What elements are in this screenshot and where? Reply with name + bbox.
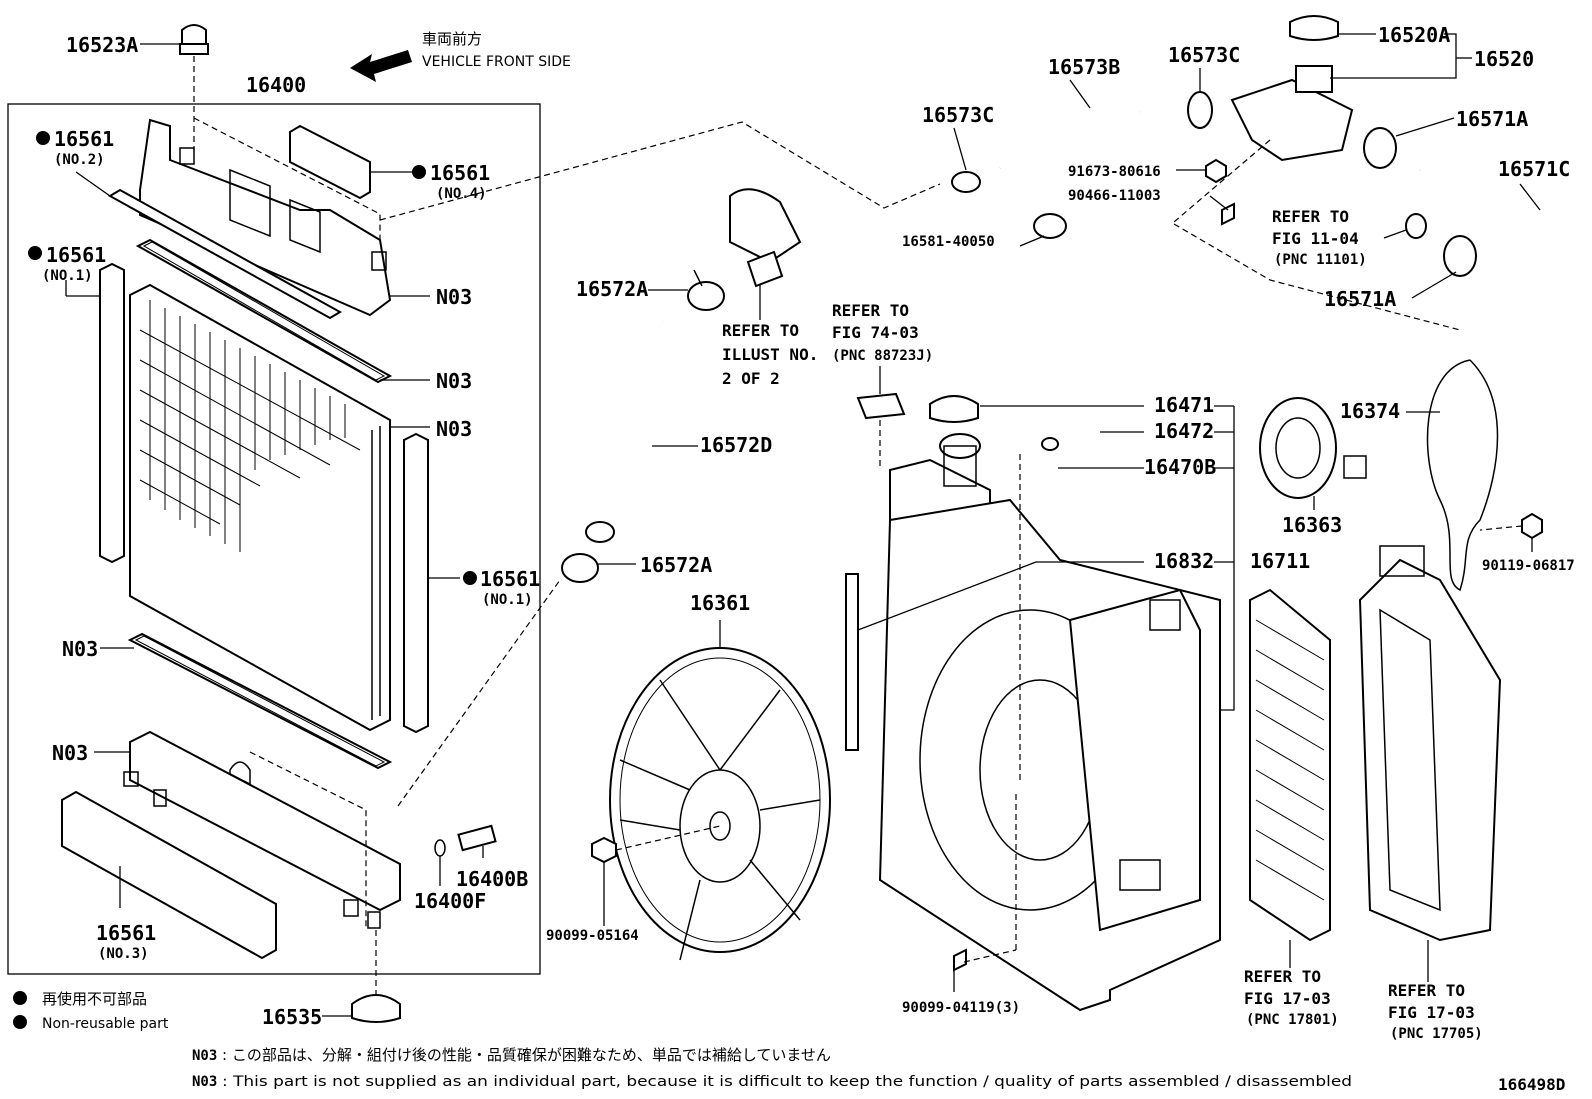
non-reusable-mark [412,165,426,179]
non-reusable-mark [36,131,50,145]
label-16471: 16471 [1154,393,1214,417]
ref-fig1104-1: REFER TO [1272,207,1349,226]
front-side-en: VEHICLE FRONT SIDE [422,54,571,70]
non-reusable-mark [28,246,42,260]
label-16472: 16472 [1154,419,1214,443]
label-16571A-top: 16571A [1456,107,1528,131]
label-16711: 16711 [1250,549,1310,573]
radiator-assembly-box [7,103,541,975]
label-90466-11003: 90466-11003 [1068,188,1161,204]
legend-jp: 再使用不可部品 [42,990,147,1008]
label-16573B: 16573B [1048,55,1120,79]
label-16572D: 16572D [700,433,772,457]
label-n03-b: N03 [436,369,472,393]
label-no1-left: (NO.1) [42,268,93,284]
ref-fig7403-1: REFER TO [832,301,909,320]
fan-motor-part [1259,397,1367,499]
label-16470B: 16470B [1144,455,1216,479]
label-n03-c: N03 [436,417,472,441]
label-16523A: 16523A [66,33,138,57]
label-16374: 16374 [1340,399,1400,423]
label-16361: 16361 [690,591,750,615]
upper-tank-part [139,118,392,317]
label-no4: (NO.4) [436,186,487,202]
label-16561-no2: 16561 [54,127,114,151]
air-cleaner-case-part [1358,545,1502,942]
air-filter-element-part [1249,588,1331,942]
lower-tank-part [123,730,401,929]
ref-illust-1: REFER TO [722,321,799,340]
label-16400F: 16400F [414,889,486,913]
legend-en: Non-reusable part [42,1016,169,1032]
label-16573C-right: 16573C [1168,43,1240,67]
front-side-jp: 車両前方 [422,30,482,48]
label-16520A: 16520A [1378,23,1450,47]
legend-dot-jp [13,991,27,1005]
filler-neck-part [1230,65,1354,162]
fan-shroud-part [878,498,1221,1012]
label-16561-no1-right: 16561 [480,567,540,591]
ref-fig1703a-3: (PNC 17801) [1246,1012,1339,1028]
label-16572A-bot: 16572A [640,553,712,577]
label-n03-d: N03 [62,637,98,661]
label-16535: 16535 [262,1005,322,1029]
label-n03-a: N03 [436,285,472,309]
ref-fig1703b-1: REFER TO [1388,981,1465,1000]
label-no1-right: (NO.1) [482,592,533,608]
ref-fig1104-3: (PNC 11101) [1274,252,1367,268]
label-90099-04119: 90099-04119(3) [902,1000,1020,1016]
label-16571A-bot: 16571A [1324,287,1396,311]
figure-id: 166498D [1498,1075,1565,1094]
non-reusable-mark [463,571,477,585]
label-16581-40050: 16581-40050 [902,234,995,250]
label-16520: 16520 [1474,47,1534,71]
ref-illust-3: 2 OF 2 [722,369,780,388]
label-16400: 16400 [246,73,306,97]
label-16832: 16832 [1154,549,1214,573]
front-side-arrow [350,50,412,82]
label-91673-80616: 91673-80616 [1068,164,1161,180]
radiator-core-part [129,283,391,732]
label-16400B: 16400B [456,867,528,891]
legend-dot-en [13,1015,27,1029]
ref-fig1703a-2: FIG 17-03 [1244,989,1331,1008]
label-16573C-left: 16573C [922,103,994,127]
ref-fig1703a-1: REFER TO [1244,967,1321,986]
ref-fig7403-3: (PNC 88723J) [832,348,933,364]
ref-illust-2: ILLUST NO. [722,345,818,364]
label-16561-no3: 16561 [96,921,156,945]
ref-fig7403-2: FIG 74-03 [832,323,919,342]
water-outlet-part [729,188,802,288]
ref-fig1703b-3: (PNC 17705) [1390,1026,1483,1042]
label-no2: (NO.2) [54,152,105,168]
cooling-fan-part [609,647,831,961]
note-jp-key: N03 [192,1048,217,1064]
label-16561-no4: 16561 [430,161,490,185]
note-jp: : この部品は、分解・組付け後の性能・品質確保が困難なため、単品では補給していま… [222,1046,831,1064]
drain-plug-part [434,824,497,857]
note-en-key: N03 [192,1074,217,1090]
drain-cap-part [179,24,209,55]
note-en: : This part is not supplied as an indivi… [222,1074,1352,1090]
label-16561-no1-left: 16561 [46,243,106,267]
label-16363: 16363 [1282,513,1342,537]
label-90099-05164: 90099-05164 [546,928,639,944]
label-n03-e: N03 [52,741,88,765]
label-90119-06817: 90119-06817 [1482,558,1575,574]
label-16572A-top: 16572A [576,277,648,301]
ref-fig1703b-2: FIG 17-03 [1388,1003,1475,1022]
ref-fig1104-2: FIG 11-04 [1272,229,1359,248]
label-16571C: 16571C [1498,157,1570,181]
label-no3: (NO.3) [98,946,149,962]
